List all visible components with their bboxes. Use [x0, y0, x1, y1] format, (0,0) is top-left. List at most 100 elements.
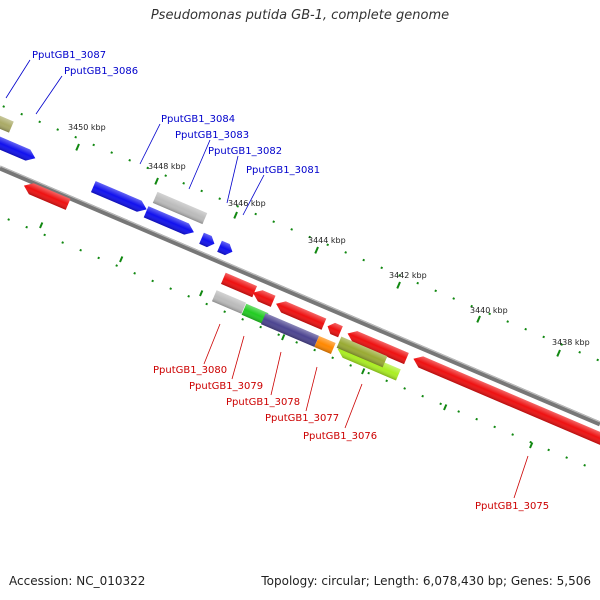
- gene-red-c[interactable]: [274, 298, 327, 330]
- gene-pputgb1-3079[interactable]: [241, 303, 269, 325]
- gene-red-d[interactable]: [325, 321, 343, 338]
- leader-line: [270, 351, 282, 396]
- tick-dot: [200, 189, 203, 193]
- tick-dot: [146, 166, 149, 170]
- gene-red-e[interactable]: [345, 328, 409, 365]
- gene-red-a[interactable]: [221, 272, 257, 298]
- tick-dot: [223, 310, 226, 314]
- gene-label-reverse: PputGB1_3077: [265, 413, 339, 424]
- tick-dot: [2, 105, 5, 108]
- gene-pputgb1-3087[interactable]: [0, 115, 14, 133]
- tick-dot: [290, 228, 293, 231]
- tick-dot: [344, 251, 347, 254]
- gene-red-b[interactable]: [251, 287, 276, 307]
- tick-dot: [187, 295, 190, 298]
- gene-pputgb1-3078[interactable]: [260, 313, 320, 347]
- tick-dot: [205, 302, 208, 306]
- gene-label-forward: PputGB1_3083: [175, 130, 249, 141]
- tick-dot: [295, 341, 298, 344]
- major-tick: [556, 349, 561, 357]
- genome-backbone-highlight: [0, 165, 600, 423]
- gene-label-forward: PputGB1_3084: [161, 114, 235, 125]
- tick-dot: [169, 287, 172, 290]
- tick-dot: [421, 394, 424, 398]
- tick-dot: [326, 243, 329, 247]
- tick-dot: [61, 241, 64, 244]
- tick-dot: [380, 266, 383, 270]
- tick-dot: [308, 235, 311, 239]
- tick-dot: [92, 143, 95, 147]
- gene-pputgb1-3084[interactable]: [90, 181, 149, 215]
- gene-pputgb1-3076[interactable]: [335, 344, 401, 381]
- tick-dot: [277, 333, 280, 337]
- tick-dot: [254, 212, 257, 216]
- tick-dot: [470, 304, 473, 308]
- gene-label-reverse: PputGB1_3076: [303, 431, 377, 442]
- gene-label-forward: PputGB1_3087: [32, 50, 106, 61]
- genome-backbone: [0, 165, 600, 427]
- gene-pputgb1-3077[interactable]: [314, 335, 336, 355]
- tick-label: 3444 kbp: [308, 236, 346, 245]
- tick-label: 3440 kbp: [470, 306, 508, 315]
- leader-line: [188, 139, 211, 190]
- major-tick: [396, 281, 401, 289]
- leader-line: [231, 335, 245, 380]
- tick-label: 3448 kbp: [148, 162, 186, 171]
- tick-label: 3438 kbp: [552, 338, 590, 347]
- tick-dot: [25, 225, 28, 229]
- gene-label-reverse: PputGB1_3075: [475, 501, 549, 512]
- tick-dot: [38, 120, 41, 124]
- tick-dot: [506, 320, 509, 323]
- tick-dot: [218, 197, 221, 200]
- leader-line: [226, 155, 239, 204]
- major-tick: [281, 334, 286, 341]
- gene-label-reverse: PputGB1_3080: [153, 365, 227, 376]
- gene-pputgb1-3080[interactable]: [211, 290, 247, 314]
- tick-dot: [403, 387, 406, 390]
- tick-dot: [313, 348, 316, 352]
- tick-dot: [596, 358, 599, 362]
- tick-dot: [362, 258, 365, 262]
- topology-text: Topology: circular; Length: 6,078,430 bp…: [261, 574, 591, 588]
- gene-pputgb1-3083[interactable]: [152, 191, 208, 225]
- tick-dot: [385, 379, 388, 383]
- tick-dot: [74, 135, 77, 139]
- tick-dot: [20, 112, 23, 116]
- gene-pputgb1-3081a[interactable]: [199, 232, 217, 250]
- tick-dot: [272, 220, 275, 224]
- tick-dot: [452, 297, 455, 300]
- tick-dot: [182, 181, 185, 185]
- gene-label-reverse: PputGB1_3079: [189, 381, 263, 392]
- gene-red-left[interactable]: [22, 180, 71, 210]
- tick-dot: [524, 327, 527, 331]
- tick-dot: [128, 158, 131, 162]
- gene-pputgb1-3086[interactable]: [0, 136, 38, 164]
- tick-dot: [7, 218, 10, 221]
- gene-olive[interactable]: [336, 336, 388, 368]
- tick-dot: [331, 356, 334, 360]
- major-tick: [476, 315, 481, 323]
- tick-dot: [439, 402, 442, 406]
- gene-label-forward: PputGB1_3086: [64, 66, 138, 77]
- gene-labels: PputGB1_3087PputGB1_3086PputGB1_3084Pput…: [5, 50, 549, 512]
- gene-label-reverse: PputGB1_3078: [226, 397, 300, 408]
- tick-dot: [367, 371, 370, 375]
- tick-dot: [115, 264, 118, 267]
- gene-pputgb1-3081[interactable]: [217, 240, 235, 258]
- major-tick: [314, 246, 319, 254]
- tick-dot: [79, 248, 82, 252]
- tick-dot: [236, 205, 239, 208]
- gene-pputgb1-3075[interactable]: [411, 353, 600, 447]
- gene-label-forward: PputGB1_3082: [208, 146, 282, 157]
- tick-dot: [542, 335, 545, 339]
- major-tick: [529, 442, 534, 449]
- major-tick: [361, 368, 366, 375]
- tick-dot: [241, 318, 244, 321]
- tick-dot: [151, 279, 154, 283]
- leader-line: [203, 323, 221, 365]
- leader-line: [139, 123, 161, 165]
- gene-label-forward: PputGB1_3081: [246, 165, 320, 176]
- gene-pputgb1-3082[interactable]: [143, 206, 197, 237]
- leader-line: [344, 383, 363, 429]
